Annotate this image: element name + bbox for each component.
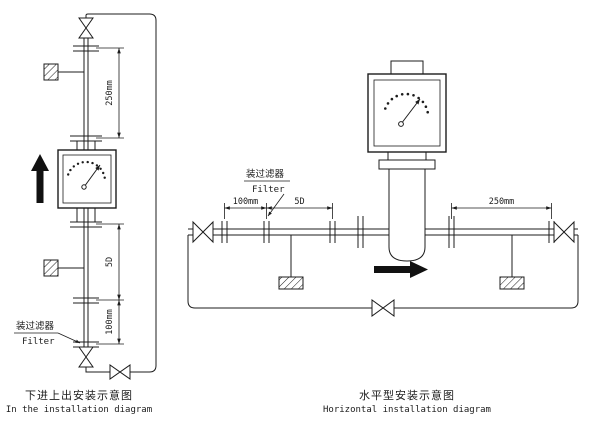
valve-icon (78, 346, 94, 368)
dial-scale-dots (384, 92, 430, 114)
filter-label-cn: 装过滤器 (16, 320, 55, 332)
bypass-pipe (85, 13, 157, 373)
filter-label-cn: 装过滤器 (246, 168, 285, 180)
flange-joints (70, 45, 102, 348)
dimension-label-250mm: 250mm (489, 197, 515, 207)
valve-icon (553, 220, 575, 244)
wall-support (43, 259, 84, 277)
horizontal-installation-diagram: 100mm 5D 250mm 装过滤器 Filter 水平型安装示意图 Hori… (187, 60, 579, 415)
flowmeter-assembly (367, 60, 447, 262)
left-caption-en: In the installation diagram (6, 405, 152, 415)
pipe-support (278, 235, 304, 290)
dial-pivot (398, 121, 404, 127)
main-pipe (188, 228, 578, 236)
dimension-label-100mm: 100mm (105, 309, 115, 335)
pipe-support (499, 235, 525, 290)
dial-scale-dots (67, 160, 106, 179)
filter-leader-line (57, 332, 81, 344)
left-caption-cn: 下进上出安装示意图 (25, 388, 133, 402)
wall-support (43, 63, 84, 81)
dimension-label-5d: 5D (294, 197, 304, 207)
dimension-lines (96, 47, 124, 345)
dial-needle (83, 164, 101, 188)
vertical-installation-diagram: 250mm 5D 100mm 装过滤器 Filter 下进上出安装示意图 In … (6, 13, 157, 415)
valve-icon (78, 17, 94, 39)
flange-joints (221, 216, 555, 248)
flow-direction-up-arrow (31, 154, 49, 203)
filter-label-en: Filter (22, 337, 55, 347)
flowmeter-display (57, 149, 117, 209)
bypass-pipe (187, 235, 579, 309)
dimension-label-100mm: 100mm (233, 197, 259, 207)
filter-callout: 装过滤器 Filter (14, 320, 81, 347)
flowmeter-neck (387, 151, 427, 161)
flow-direction-right-arrow (374, 261, 428, 278)
dimension-label-250mm: 250mm (105, 80, 115, 106)
valve-icon (371, 299, 395, 317)
dial-needle (400, 98, 421, 125)
dimension-lines (224, 203, 552, 219)
dimension-label-5d: 5D (105, 257, 115, 267)
valve-icon (192, 220, 214, 244)
flowmeter-flange-plate (378, 159, 436, 170)
filter-leader-line (267, 193, 285, 217)
filter-callout: 装过滤器 Filter (244, 168, 290, 217)
filter-label-en: Filter (252, 185, 285, 195)
valve-icon (109, 364, 131, 380)
flowmeter-body (388, 168, 426, 262)
flowmeter-display (367, 60, 447, 153)
dial-pivot (81, 184, 87, 190)
right-caption-en: Horizontal installation diagram (323, 405, 491, 415)
right-caption-cn: 水平型安装示意图 (359, 388, 455, 402)
